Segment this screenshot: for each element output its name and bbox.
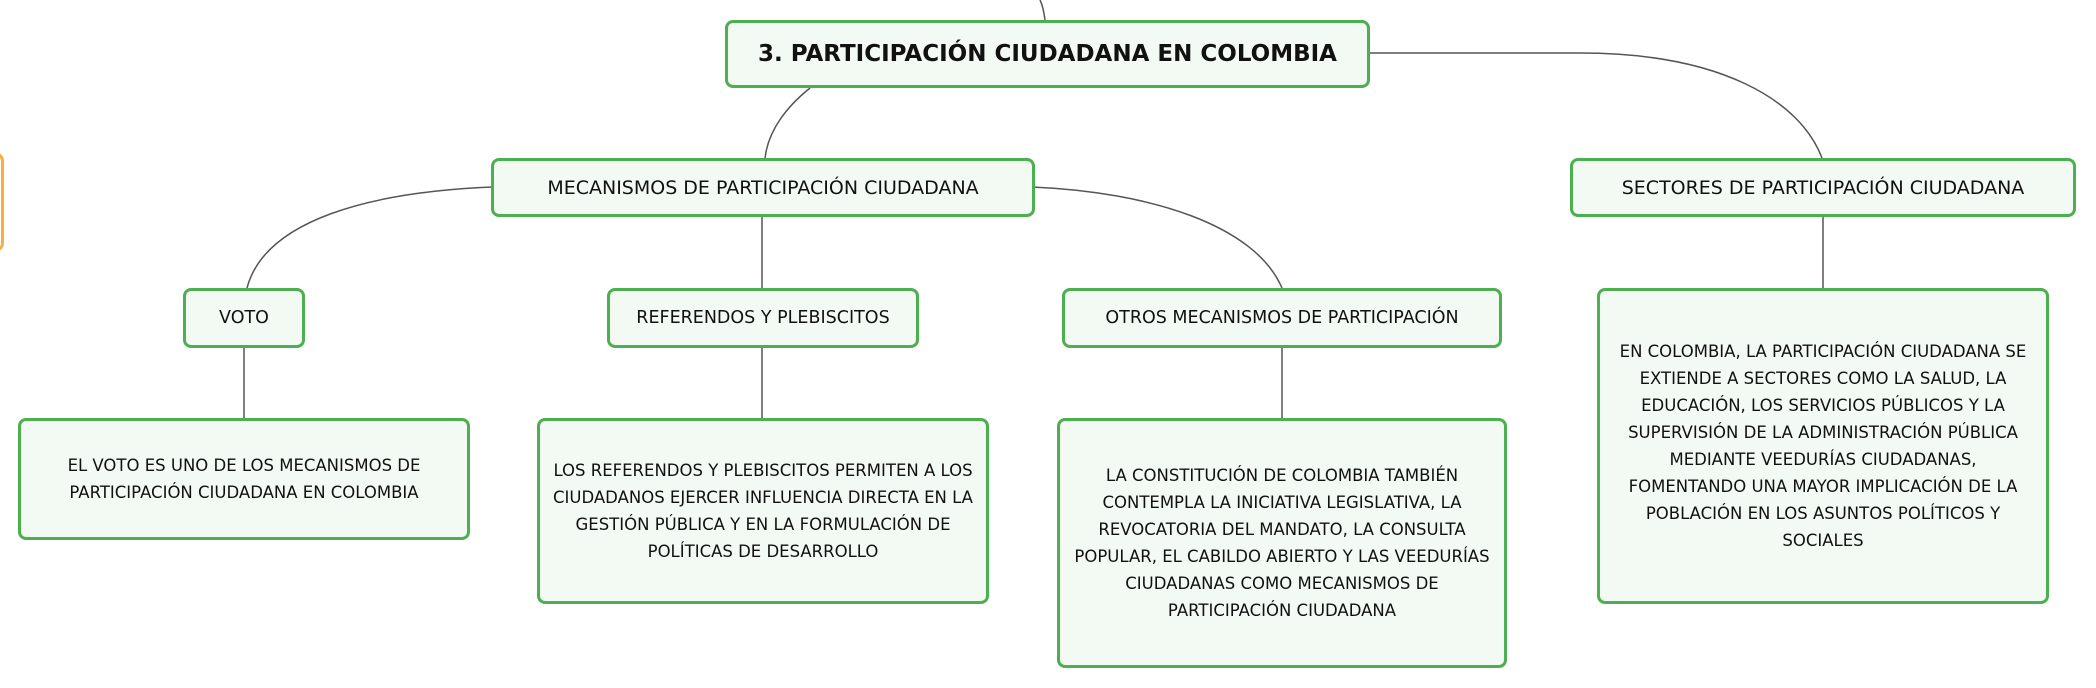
connector-root-to-sectores	[1368, 52, 1823, 159]
referendos-detail-text: LOS REFERENDOS Y PLEBISCITOS PERMITEN A …	[553, 461, 973, 561]
referendos-detail-node[interactable]: LOS REFERENDOS Y PLEBISCITOS PERMITEN A …	[537, 418, 989, 604]
referendos-label: REFERENDOS Y PLEBISCITOS	[636, 308, 890, 328]
connector-root-to-mecanismos	[764, 87, 811, 159]
partial-adjacent-node[interactable]	[0, 152, 4, 252]
mecanismos-label: MECANISMOS DE PARTICIPACIÓN CIUDADANA	[547, 176, 979, 199]
otros-mecanismos-label: OTROS MECANISMOS DE PARTICIPACIÓN	[1105, 308, 1459, 328]
sectores-label: SECTORES DE PARTICIPACIÓN CIUDADANA	[1621, 176, 2025, 199]
sectores-detail-text: EN COLOMBIA, LA PARTICIPACIÓN CIUDADANA …	[1619, 342, 2027, 550]
mecanismos-node[interactable]: MECANISMOS DE PARTICIPACIÓN CIUDADANA	[491, 158, 1035, 217]
voto-node[interactable]: VOTO	[183, 288, 305, 348]
voto-detail-text: EL VOTO ES UNO DE LOS MECANISMOS DE PART…	[67, 456, 421, 502]
otros-mecanismos-node[interactable]: OTROS MECANISMOS DE PARTICIPACIÓN	[1062, 288, 1502, 348]
connector-mecanismos-to-otros	[1031, 186, 1283, 289]
referendos-node[interactable]: REFERENDOS Y PLEBISCITOS	[607, 288, 919, 348]
connector-parent-to-root	[1039, 0, 1046, 21]
voto-detail-node[interactable]: EL VOTO ES UNO DE LOS MECANISMOS DE PART…	[18, 418, 470, 540]
connector-mecanismos-to-voto	[246, 186, 493, 289]
root-topic-node[interactable]: 3. PARTICIPACIÓN CIUDADANA EN COLOMBIA	[725, 20, 1370, 88]
otros-mecanismos-detail-node[interactable]: LA CONSTITUCIÓN DE COLOMBIA TAMBIÉN CONT…	[1057, 418, 1507, 668]
sectores-node[interactable]: SECTORES DE PARTICIPACIÓN CIUDADANA	[1570, 158, 2076, 217]
otros-mecanismos-detail-text: LA CONSTITUCIÓN DE COLOMBIA TAMBIÉN CONT…	[1074, 466, 1490, 620]
root-topic-label: 3. PARTICIPACIÓN CIUDADANA EN COLOMBIA	[758, 41, 1337, 67]
voto-label: VOTO	[219, 308, 269, 328]
sectores-detail-node[interactable]: EN COLOMBIA, LA PARTICIPACIÓN CIUDADANA …	[1597, 288, 2049, 604]
